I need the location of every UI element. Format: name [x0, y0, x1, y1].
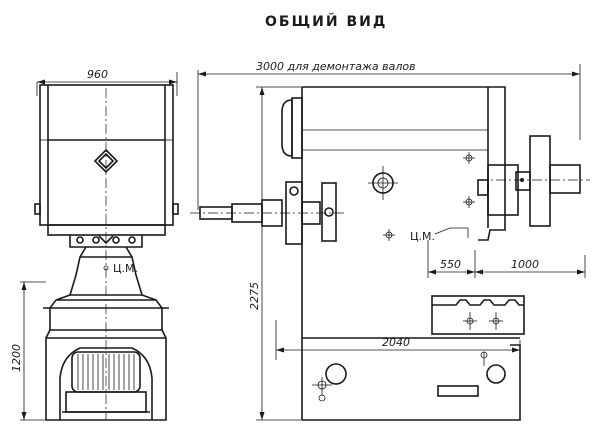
front-height-dim: 1200	[10, 344, 23, 372]
side-offset-large-dim: 1000	[511, 258, 539, 271]
front-center-mass-label: Ц.М.	[113, 262, 138, 275]
side-base-length-dim: 2040	[382, 336, 410, 349]
side-height-dim: 2275	[248, 282, 261, 310]
front-view: 960 Ц.М.	[10, 68, 179, 421]
side-total-length-dim: 3000 для демонтажа валов	[256, 60, 416, 73]
side-view: 3000 для демонтажа валов	[190, 60, 590, 421]
side-center-mass-label: Ц.М.	[410, 230, 435, 243]
drawing-title: ОБЩИЙ ВИД	[265, 13, 387, 30]
side-offset-small-dim: 550	[440, 258, 461, 271]
front-width-dim: 960	[87, 68, 108, 81]
